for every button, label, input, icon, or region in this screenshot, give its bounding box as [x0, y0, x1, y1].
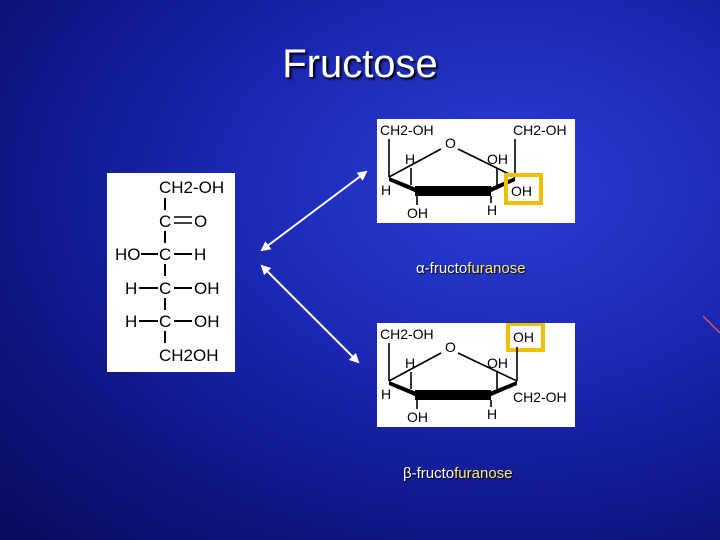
- linear-structure-diagram: CH2-OH C O HO C H H C OH H C OH CH2OH: [115, 178, 224, 365]
- beta-furanose-panel: CH2-OH O OH H OH H CH2-OH OH H: [377, 323, 575, 427]
- linear-c4-right: OH: [194, 279, 220, 298]
- beta-oh-anomeric: OH: [513, 329, 534, 345]
- beta-caption: β-fructofuranose: [403, 465, 513, 482]
- alpha-ring-bond: [457, 148, 516, 178]
- alpha-h-left: H: [381, 182, 391, 198]
- alpha-ch2oh-right: CH2-OH: [513, 122, 567, 138]
- linear-c1-label: CH2-OH: [159, 178, 224, 197]
- alpha-oh-anomeric: OH: [511, 183, 532, 199]
- alpha-ring-front-bond: [415, 186, 491, 196]
- beta-ring-front-bond: [415, 390, 491, 400]
- beta-h-bottom: H: [487, 406, 497, 422]
- beta-wedge-left: [389, 381, 419, 397]
- beta-h-left: H: [381, 386, 391, 402]
- alpha-furanose-panel: CH2-OH O CH2-OH H OH H OH OH H: [377, 119, 575, 223]
- linear-c3-right: H: [194, 245, 206, 264]
- alpha-ring-bond: [388, 148, 442, 178]
- beta-caption-prefix: β-fructo: [403, 465, 455, 482]
- slide-title: Fructose: [282, 42, 438, 86]
- alpha-h-bottom: H: [487, 202, 497, 218]
- linear-c5-carbon: C: [159, 312, 171, 331]
- linear-c5-right: OH: [194, 312, 220, 331]
- linear-c2-oxygen: O: [194, 212, 207, 231]
- alpha-h-top-left: H: [405, 151, 415, 167]
- alpha-caption-prefix: α-fructo: [416, 260, 468, 277]
- beta-furanose-diagram: CH2-OH O OH H OH H CH2-OH OH H: [380, 323, 567, 425]
- linear-c4-carbon: C: [159, 279, 171, 298]
- beta-wedge-right: [487, 381, 517, 397]
- arrow-linear-to-alpha: [260, 170, 368, 252]
- linear-c5-left: H: [125, 312, 137, 331]
- beta-ch2oh-left: CH2-OH: [380, 326, 434, 342]
- beta-anomeric-highlight: [506, 323, 545, 352]
- beta-oh-top-right: OH: [487, 355, 508, 371]
- linear-c2-carbon: C: [159, 212, 171, 231]
- linear-c3-carbon: C: [159, 245, 171, 264]
- linear-structure-panel: CH2-OH C O HO C H H C OH H C OH CH2OH: [107, 173, 235, 372]
- beta-ch2oh-right: CH2-OH: [513, 389, 567, 405]
- linear-c4-left: H: [125, 279, 137, 298]
- linear-c3-left: HO: [115, 245, 141, 264]
- decorative-red-line: [702, 315, 720, 334]
- alpha-ring-oxygen: O: [445, 135, 456, 151]
- beta-ring-bond: [457, 352, 518, 382]
- beta-h-top-left: H: [405, 355, 415, 371]
- linear-c6-label: CH2OH: [159, 346, 219, 365]
- alpha-furanose-diagram: CH2-OH O CH2-OH H OH H OH OH H: [380, 122, 567, 221]
- beta-ring-oxygen: O: [445, 339, 456, 355]
- alpha-caption-suffix: furanose: [467, 260, 526, 277]
- alpha-oh-top-right: OH: [487, 151, 508, 167]
- alpha-oh-bottom: OH: [407, 205, 428, 221]
- alpha-ch2oh-left: CH2-OH: [380, 122, 434, 138]
- alpha-caption: α-fructofuranose: [416, 260, 526, 277]
- alpha-anomeric-highlight: [504, 173, 543, 205]
- arrow-linear-to-beta: [260, 264, 360, 364]
- beta-oh-bottom: OH: [407, 409, 428, 425]
- beta-ring-bond: [388, 352, 442, 382]
- alpha-wedge-left: [389, 177, 419, 193]
- beta-caption-suffix: furanose: [454, 465, 513, 482]
